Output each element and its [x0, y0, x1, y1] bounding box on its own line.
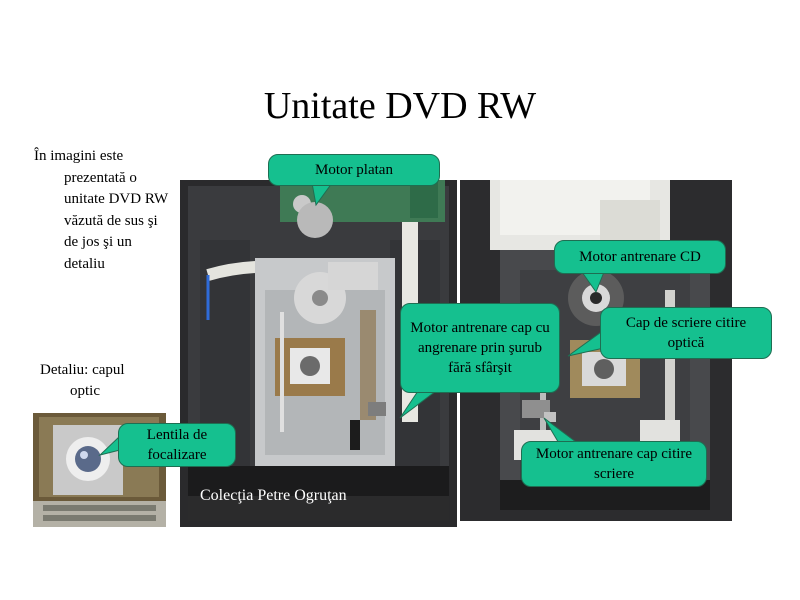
- intro-text: În imagini este prezentată o unitate DVD…: [34, 148, 168, 272]
- detail-label: Detaliu: capul optic: [40, 362, 125, 399]
- slide-title: Unitate DVD RW: [263, 85, 537, 127]
- callout-motor-antrenare-cap-citire: Motor antrenare cap citire scriere: [521, 441, 707, 487]
- callout-motor-antrenare-cd: Motor antrenare CD: [554, 240, 726, 274]
- callout-cap-scriere-citire: Cap de scriere citire optică: [600, 307, 772, 359]
- photo-credit: Colecţia Petre Ogruţan: [200, 487, 347, 504]
- callout-motor-platan: Motor platan: [268, 154, 440, 186]
- callout-motor-antrenare-cap: Motor antrenare cap cu angrenare prin şu…: [400, 303, 560, 393]
- callout-lentila-focalizare: Lentila de focalizare: [118, 423, 236, 467]
